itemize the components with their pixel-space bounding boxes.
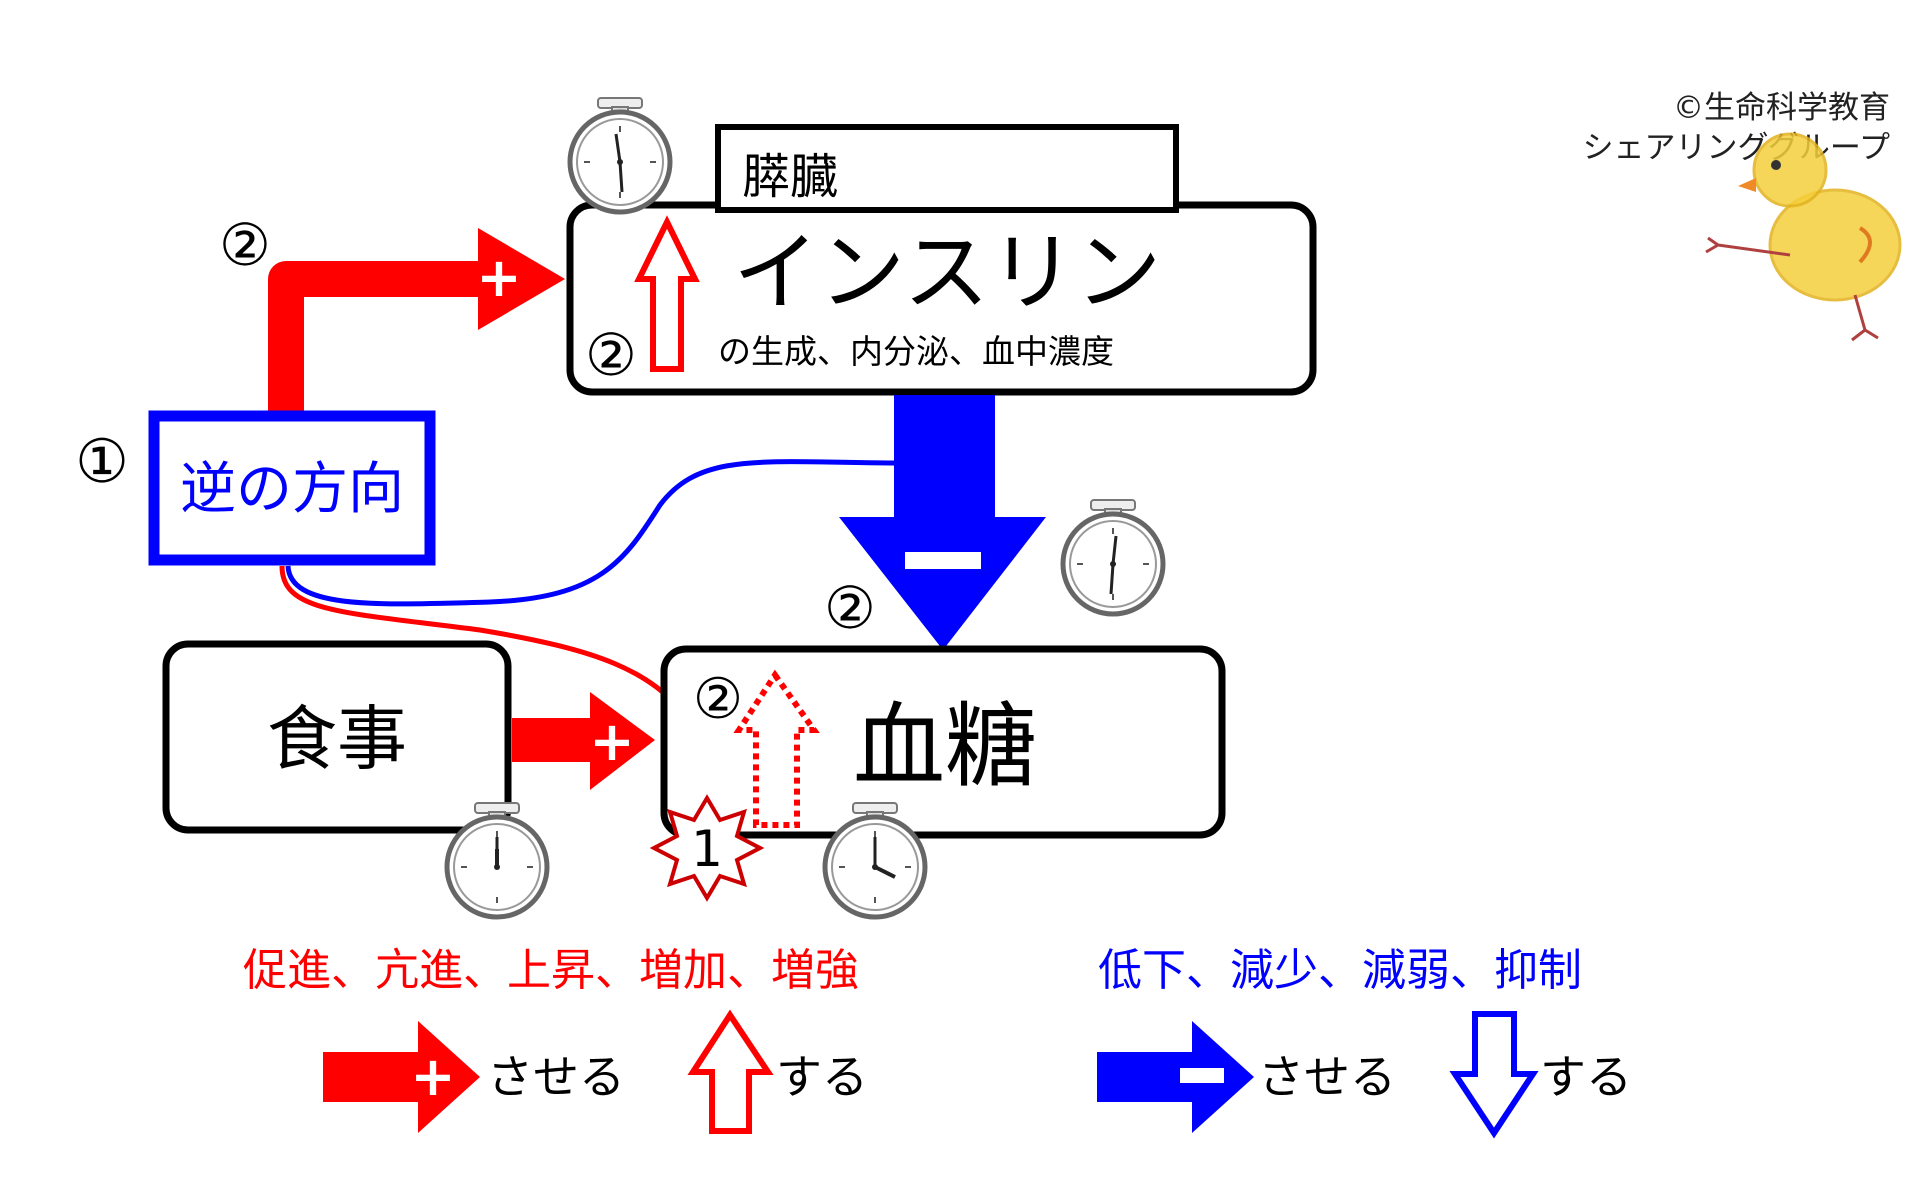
- reverse-direction-label: 逆の方向: [180, 457, 404, 522]
- legend-red-cause-label: させる: [487, 1050, 625, 1104]
- credit-line-2: シェアリンググループ: [1582, 130, 1890, 166]
- meal-box: [162, 640, 512, 834]
- stopwatch-icon: [447, 803, 547, 917]
- legend-red-arrowhead: [418, 1021, 480, 1133]
- red-arrow-meal-shaft: [512, 718, 592, 762]
- blue-arrow-insulin-to-blood-sugar: [839, 395, 1046, 650]
- red-arrowhead-meal: [590, 692, 655, 790]
- stopwatch-icon: [1063, 500, 1163, 614]
- minus-sign-insulin-arrow: [905, 552, 981, 569]
- blood-sugar-box: [660, 645, 1226, 839]
- marker-two-blood-sugar: ②: [693, 667, 743, 732]
- meal-label: 食事: [267, 698, 407, 780]
- chick-illustration: [1705, 132, 1902, 342]
- legend-red-up-arrow: [687, 1009, 774, 1134]
- blood-sugar-up-arrow-dotted: [733, 669, 820, 828]
- legend-blue-self-label: する: [1540, 1050, 1632, 1104]
- stopwatch-icon: [825, 803, 925, 917]
- legend-minus-sign: [1180, 1068, 1224, 1083]
- insulin-title: インスリン: [733, 223, 1161, 323]
- pancreas-box: [715, 124, 1179, 213]
- blood-sugar-label: 血糖: [853, 693, 1037, 800]
- legend-blue-down-arrow: [1449, 1011, 1539, 1139]
- legend-red-arrow-shaft: [323, 1052, 433, 1102]
- blue-feedback-line: [285, 459, 896, 607]
- credit-line-1: ©生命科学教育: [1673, 90, 1890, 126]
- red-arrowhead-to-insulin: [478, 228, 565, 330]
- event-one-label: 1: [691, 820, 723, 878]
- marker-two-left: ②: [219, 211, 271, 279]
- legend-blue-cause-label: させる: [1258, 1050, 1396, 1104]
- red-arrow-to-insulin: [268, 261, 480, 414]
- marker-one: ①: [75, 427, 129, 497]
- legend-plus-sign: +: [410, 1045, 455, 1108]
- plus-sign-insulin: +: [476, 246, 521, 309]
- legend-red-self-label: する: [776, 1050, 868, 1104]
- insulin-up-arrow: [634, 215, 700, 372]
- reverse-direction-box: [148, 410, 436, 566]
- legend-red-words: 促進、亢進、上昇、増加、増強: [243, 945, 859, 996]
- marker-two-center: ②: [824, 574, 876, 642]
- plus-sign-meal: +: [589, 710, 634, 773]
- pancreas-label: 膵臓: [742, 149, 838, 205]
- event-one-starburst: [649, 794, 765, 902]
- marker-two-insulin: ②: [585, 321, 637, 389]
- legend-blue-words: 低下、減少、減弱、抑制: [1098, 945, 1582, 996]
- stopwatch-icon: [570, 98, 670, 212]
- insulin-subtitle: の生成、内分泌、血中濃度: [718, 332, 1114, 371]
